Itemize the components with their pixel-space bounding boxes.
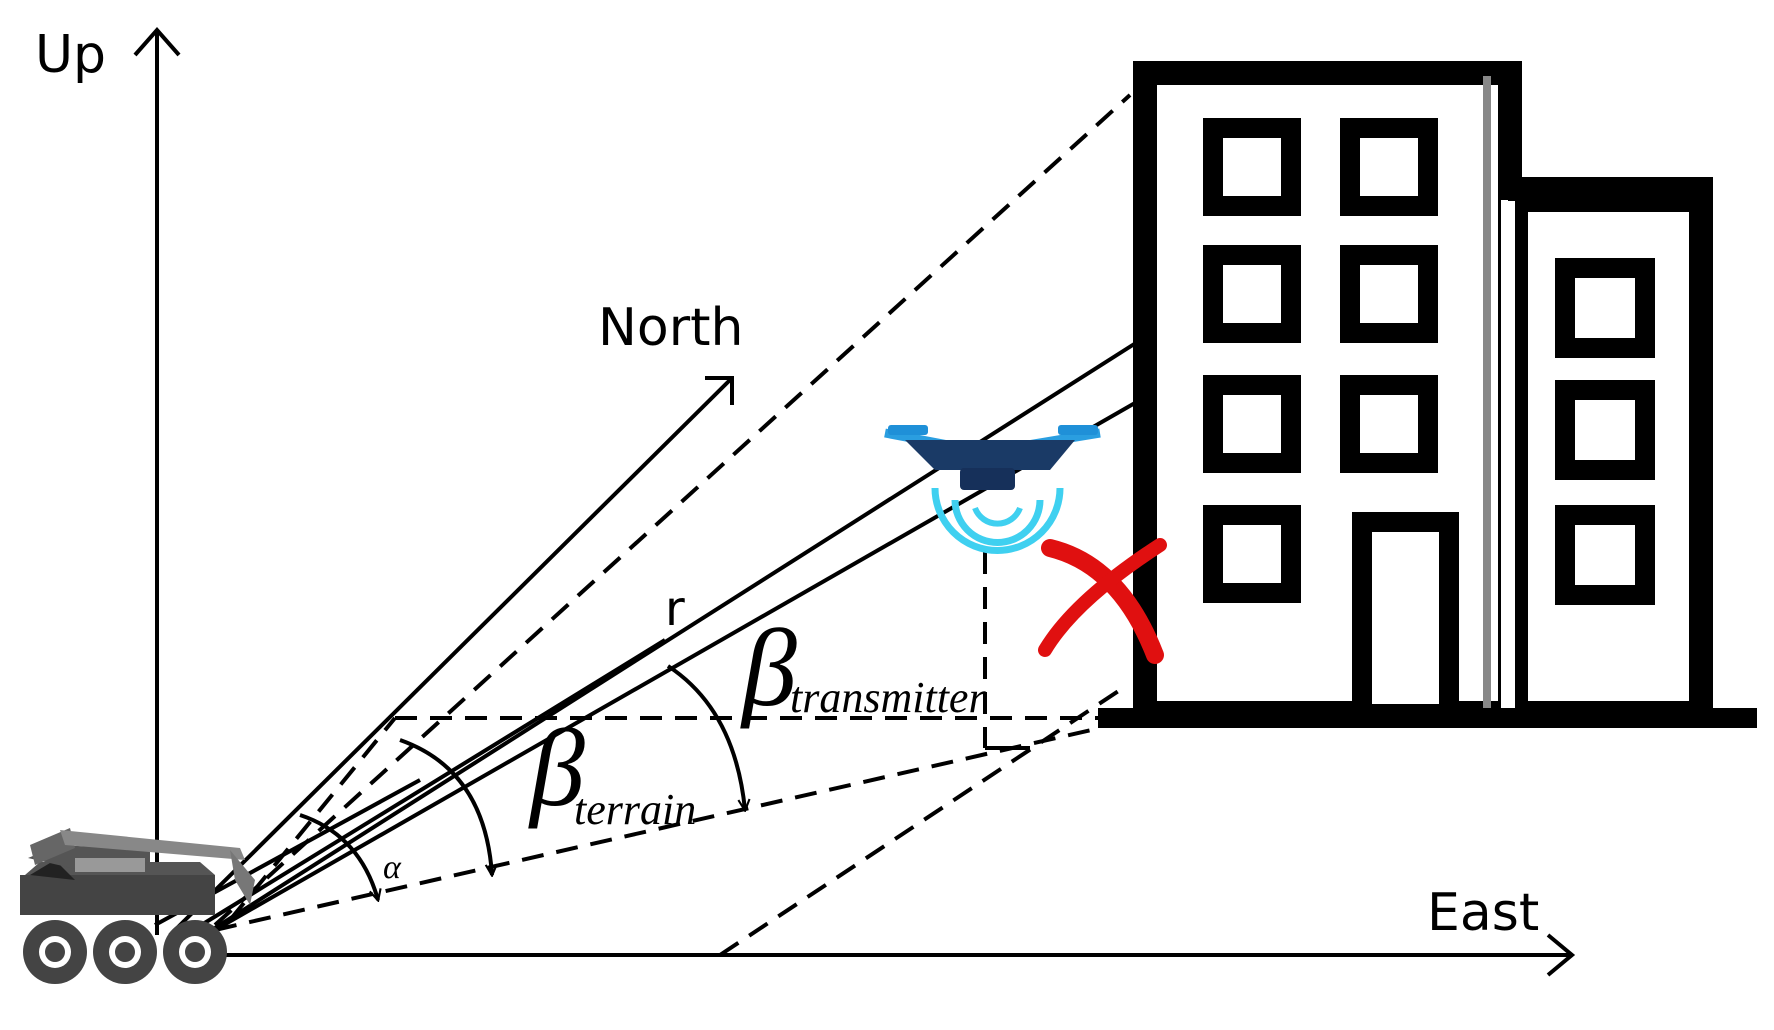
ground-robot-icon bbox=[20, 828, 255, 984]
drone-icon bbox=[884, 425, 1101, 554]
window bbox=[1203, 245, 1301, 343]
dash-building-top bbox=[213, 93, 1132, 927]
signal-wave bbox=[951, 499, 1044, 546]
dash-ground-diagonal bbox=[718, 688, 1122, 957]
window bbox=[1203, 118, 1301, 216]
window bbox=[1340, 118, 1438, 216]
rover-chassis bbox=[20, 875, 215, 915]
beta-transmitter-subscript: transmitter bbox=[790, 673, 986, 722]
ray-to-building-upper bbox=[213, 280, 1235, 930]
signal-wave bbox=[972, 506, 1023, 527]
rotor bbox=[1058, 425, 1098, 435]
north-axis-arrowhead bbox=[705, 376, 734, 405]
red-x-stroke-2 bbox=[1038, 538, 1167, 657]
range-label: r bbox=[665, 581, 685, 637]
beta-transmitter-arc bbox=[666, 664, 745, 810]
beta-terrain-arc bbox=[399, 738, 492, 875]
east-axis-label: East bbox=[1427, 883, 1539, 943]
dash-horizontal-start bbox=[228, 716, 397, 922]
north-axis-line bbox=[168, 378, 732, 937]
angle-arcs bbox=[299, 664, 745, 900]
window bbox=[1340, 375, 1438, 473]
rover-gripper bbox=[230, 850, 255, 905]
dash-building-base bbox=[214, 726, 1101, 932]
drone-body bbox=[905, 440, 1075, 470]
building-door bbox=[1352, 512, 1459, 724]
rover-arm-segment bbox=[60, 830, 245, 860]
drone-camera bbox=[960, 468, 1015, 490]
east-axis bbox=[210, 933, 1576, 977]
window bbox=[1203, 375, 1301, 473]
up-axis-label: Up bbox=[35, 25, 106, 85]
beta-terrain-symbol: β bbox=[528, 707, 585, 829]
red-x-icon bbox=[1038, 538, 1167, 664]
north-axis-label: North bbox=[598, 298, 743, 358]
alpha-symbol: α bbox=[383, 849, 402, 886]
beta-transmitter-symbol: β bbox=[740, 607, 797, 729]
window bbox=[1555, 380, 1655, 480]
signal-wave bbox=[931, 487, 1064, 554]
window bbox=[1340, 245, 1438, 343]
alpha-arc bbox=[299, 813, 378, 900]
building-icon bbox=[1098, 61, 1757, 728]
window bbox=[1555, 505, 1655, 605]
window bbox=[1555, 258, 1655, 358]
dashed-lines bbox=[213, 93, 1132, 957]
beta-terrain-subscript: terrain bbox=[574, 785, 696, 834]
window bbox=[1203, 505, 1301, 603]
up-axis-arrowhead bbox=[133, 26, 181, 57]
rotor bbox=[888, 425, 928, 435]
north-axis bbox=[168, 376, 734, 937]
up-axis bbox=[133, 26, 181, 935]
east-axis-arrowhead bbox=[1546, 933, 1576, 977]
ray-transmitter bbox=[183, 638, 667, 937]
